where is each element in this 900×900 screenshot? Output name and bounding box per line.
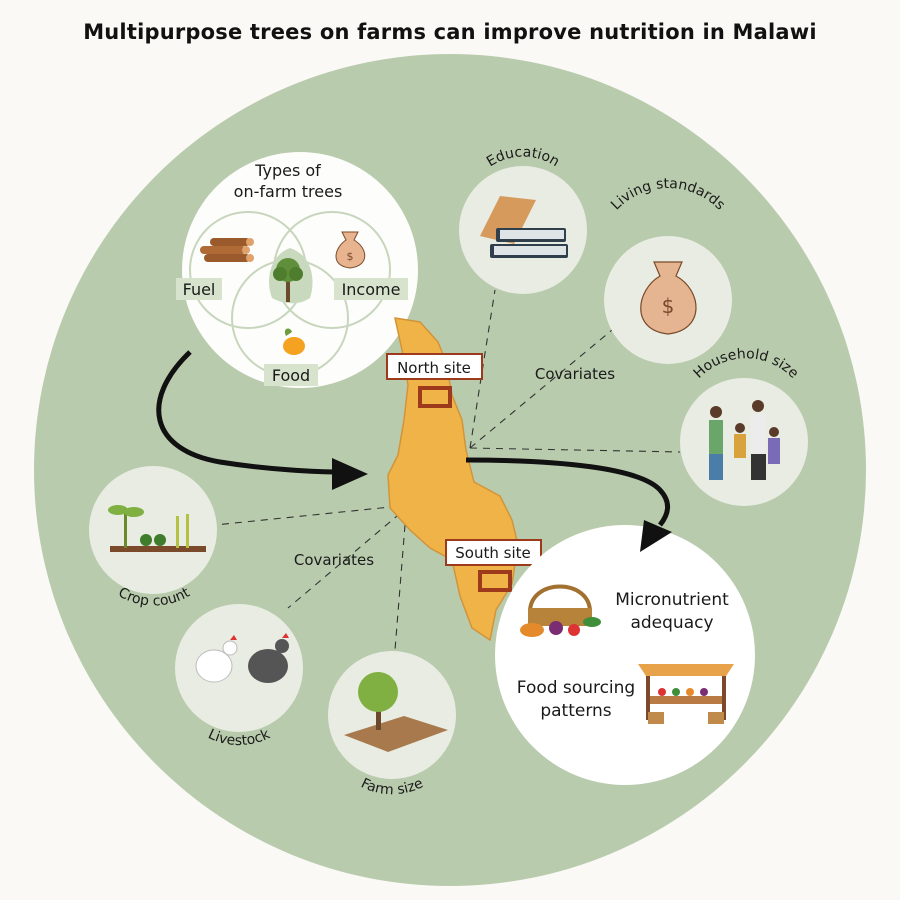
crops-icon — [108, 505, 206, 552]
arrow-map-to-outcomes — [465, 457, 670, 527]
money-bag-icon: $ — [335, 231, 366, 269]
food-label: Food — [272, 366, 310, 385]
svg-text:$: $ — [662, 294, 675, 318]
family-icon — [709, 400, 780, 480]
south-site-marker: South site — [445, 539, 542, 592]
covariates-left-label: Covariates — [294, 551, 374, 569]
crop-count-node: Crop count — [89, 466, 217, 610]
farm-field-icon — [344, 672, 448, 752]
north-site-marker: North site — [386, 353, 483, 408]
farm-size-node: Farm size — [328, 651, 456, 798]
chickens-icon — [195, 633, 289, 683]
tree-types-heading-1: Types of — [254, 161, 321, 180]
livestock-node: Livestock — [175, 604, 303, 749]
fuel-label: Fuel — [183, 280, 216, 299]
tree-types-panel: Types of on-farm trees $ — [176, 152, 418, 388]
market-stall-icon — [638, 664, 734, 724]
north-site-label: North site — [397, 359, 471, 377]
books-icon — [480, 196, 568, 258]
micronutrient-label-1: Micronutrient — [615, 590, 729, 610]
vegetable-basket-icon — [520, 584, 601, 637]
outcomes-panel: Micronutrient adequacy Food sourcing pat… — [495, 525, 755, 785]
micronutrient-label-2: adequacy — [630, 613, 713, 633]
food-sourcing-label-1: Food sourcing — [517, 678, 635, 698]
arrow-trees-to-map — [156, 350, 341, 475]
tree-types-heading-2: on-farm trees — [234, 182, 343, 201]
arrowhead-trees-to-map — [332, 458, 368, 490]
flow-arrows — [156, 350, 672, 552]
covariates-right-label: Covariates — [535, 365, 615, 383]
page-title: Multipurpose trees on farms can improve … — [83, 20, 817, 44]
tree-icon — [273, 258, 303, 302]
livestock-label: Livestock — [206, 726, 274, 749]
arrowhead-map-to-outcomes — [640, 520, 672, 552]
firewood-icon — [200, 238, 254, 262]
income-label: Income — [342, 280, 401, 299]
svg-text:$: $ — [347, 250, 354, 263]
education-node: Education — [459, 144, 587, 294]
money-sack-icon: $ — [640, 261, 697, 335]
south-site-label: South site — [455, 544, 530, 562]
mango-fruit-icon — [283, 328, 305, 355]
food-sourcing-label-2: patterns — [540, 701, 611, 721]
farm-size-label: Farm size — [358, 775, 425, 798]
